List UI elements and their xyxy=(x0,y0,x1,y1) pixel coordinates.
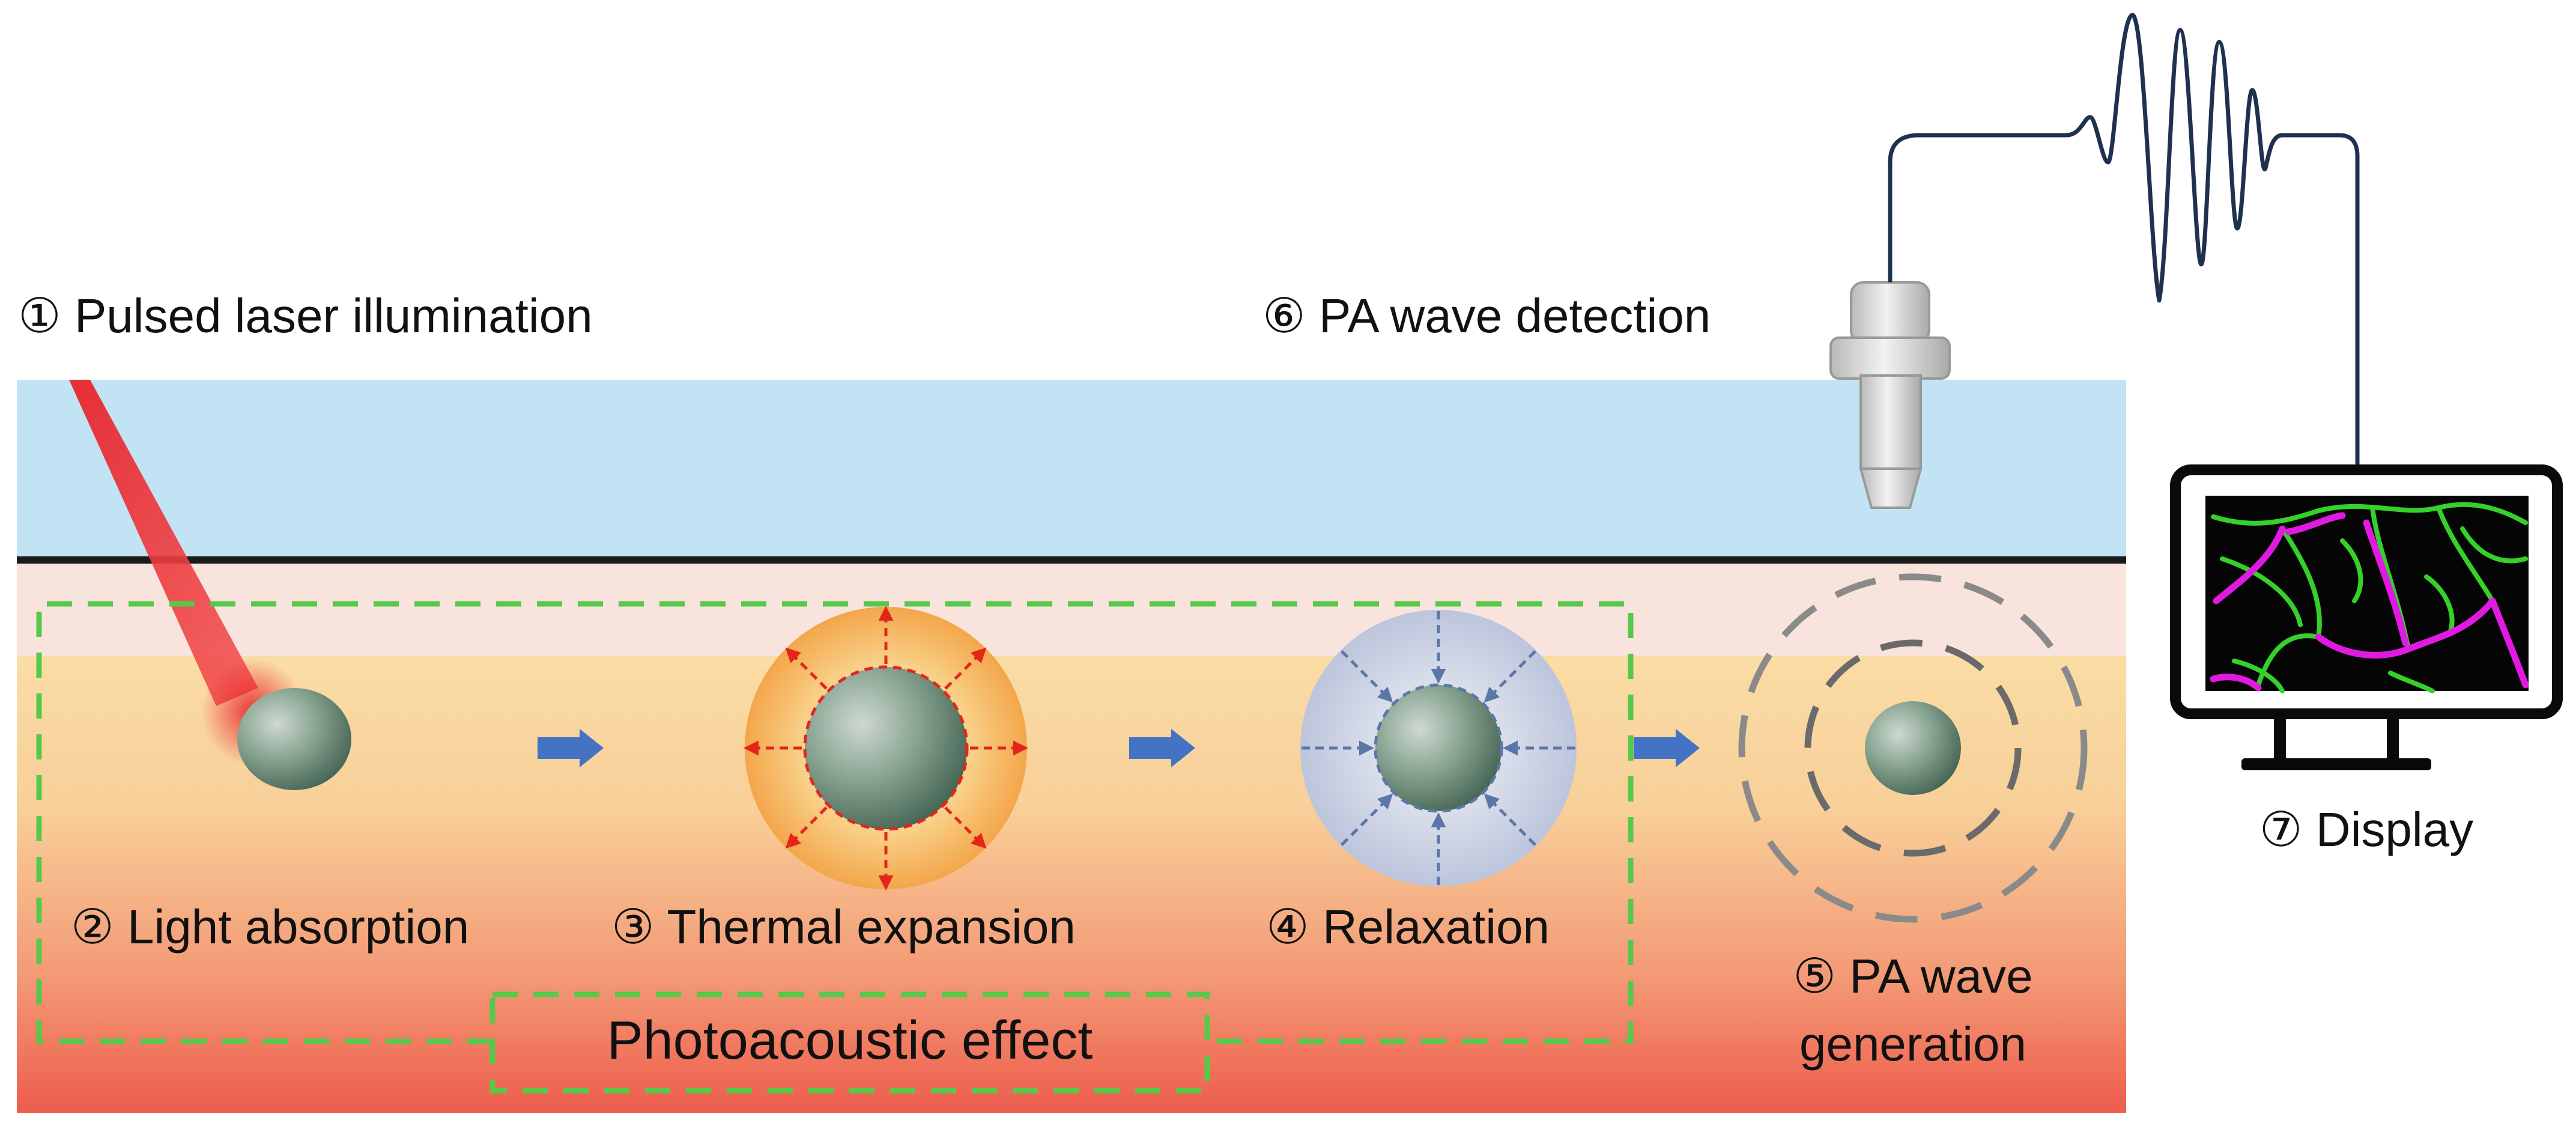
step-arrow-3 xyxy=(1634,729,1700,767)
display-monitor xyxy=(2170,464,2563,770)
label-pulsed-laser-illumination: ① Pulsed laser illumination xyxy=(18,289,593,342)
label-photoacoustic-effect: Photoacoustic effect xyxy=(607,1011,1093,1071)
label-pa-wave-generation-line1: ⑤ PA wave xyxy=(1793,949,2032,1003)
label-relaxation: ④ Relaxation xyxy=(1266,900,1550,954)
water-layer xyxy=(17,380,2126,560)
step-arrow-2 xyxy=(1129,729,1195,767)
photoacoustic-effect-label-box xyxy=(489,991,1210,1094)
relaxation-arrow xyxy=(1483,650,1536,703)
photoacoustic-effect-region xyxy=(36,601,1634,1044)
expansion-arrow xyxy=(944,647,987,690)
skin-layer xyxy=(17,560,2126,656)
expansion-arrows xyxy=(744,606,1028,890)
relaxation-arrow xyxy=(1341,650,1393,703)
relaxation-arrows xyxy=(1302,611,1575,885)
vasculature-image xyxy=(2210,502,2529,693)
label-pa-wave-detection: ⑥ PA wave detection xyxy=(1262,289,1711,342)
ultrasound-transducer xyxy=(1829,281,1951,509)
tissue-layers xyxy=(17,380,2126,1113)
expansion-arrow xyxy=(785,806,828,849)
expansion-arrow xyxy=(785,647,828,690)
pa-wave-generation-graphic xyxy=(1738,573,2088,923)
label-light-absorption: ② Light absorption xyxy=(71,900,469,954)
thermal-expansion-graphic xyxy=(744,606,1028,890)
relaxation-arrow xyxy=(1483,793,1536,846)
step-arrow-1 xyxy=(538,729,604,767)
absorber-light-absorption xyxy=(237,688,351,790)
relaxation-arrow xyxy=(1341,793,1393,846)
pa-signal-cable xyxy=(1888,13,2360,469)
relaxation-graphic xyxy=(1300,610,1577,886)
label-pa-wave-generation-line2: generation xyxy=(1799,1017,2026,1071)
tissue-surface-line xyxy=(17,556,2126,564)
label-display: ⑦ Display xyxy=(2259,803,2473,856)
expansion-arrow xyxy=(944,806,987,849)
label-thermal-expansion: ③ Thermal expansion xyxy=(611,900,1076,954)
